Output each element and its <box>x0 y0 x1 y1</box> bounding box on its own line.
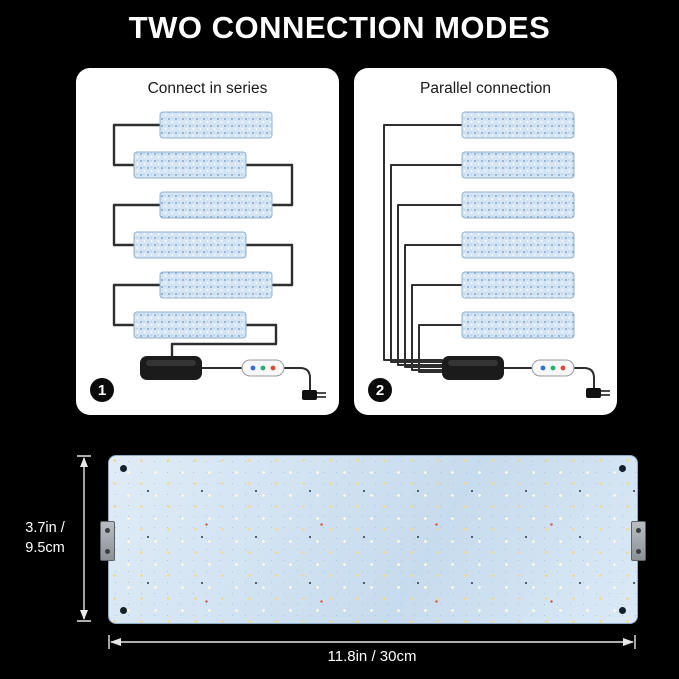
parallel-badge-number: 2 <box>376 382 384 399</box>
height-dimension-arrow <box>77 455 91 622</box>
series-diagram: 1 <box>90 111 326 402</box>
screw-hole-icon <box>619 465 626 472</box>
height-dimension-label: 3.7in / 9.5cm <box>25 520 65 556</box>
power-plug-icon <box>302 390 326 400</box>
mounting-bracket-icon <box>100 520 115 561</box>
mounting-bracket-icon <box>631 520 646 561</box>
width-dimension-label: 11.8in / 30cm <box>327 648 417 665</box>
page-title: TWO CONNECTION MODES <box>128 10 551 45</box>
series-wiring <box>112 123 311 391</box>
parallel-led-strips <box>461 111 575 339</box>
power-plug-icon <box>586 388 610 398</box>
power-adapter-icon <box>442 356 504 380</box>
parallel-diagram: 2 <box>368 111 610 402</box>
screw-hole-icon <box>619 607 626 614</box>
series-badge-number: 1 <box>98 382 106 399</box>
led-panel-image <box>100 455 646 624</box>
screw-hole-icon <box>120 465 127 472</box>
series-card-title: Connect in series <box>147 80 268 97</box>
series-led-strips <box>133 111 273 339</box>
power-adapter-icon <box>140 356 202 380</box>
parallel-badge: 2 <box>368 378 392 402</box>
parallel-card-title: Parallel connection <box>420 80 551 97</box>
dimmer-controller-icon <box>531 359 575 377</box>
screw-hole-icon <box>120 607 127 614</box>
parallel-wiring <box>383 124 595 389</box>
series-connection-card: 1 Connect in series <box>76 68 339 415</box>
dimmer-controller-icon <box>241 359 285 377</box>
parallel-connection-card: 2 Parallel connection <box>354 68 617 415</box>
series-badge: 1 <box>90 378 114 402</box>
width-dimension-arrow <box>108 635 636 649</box>
